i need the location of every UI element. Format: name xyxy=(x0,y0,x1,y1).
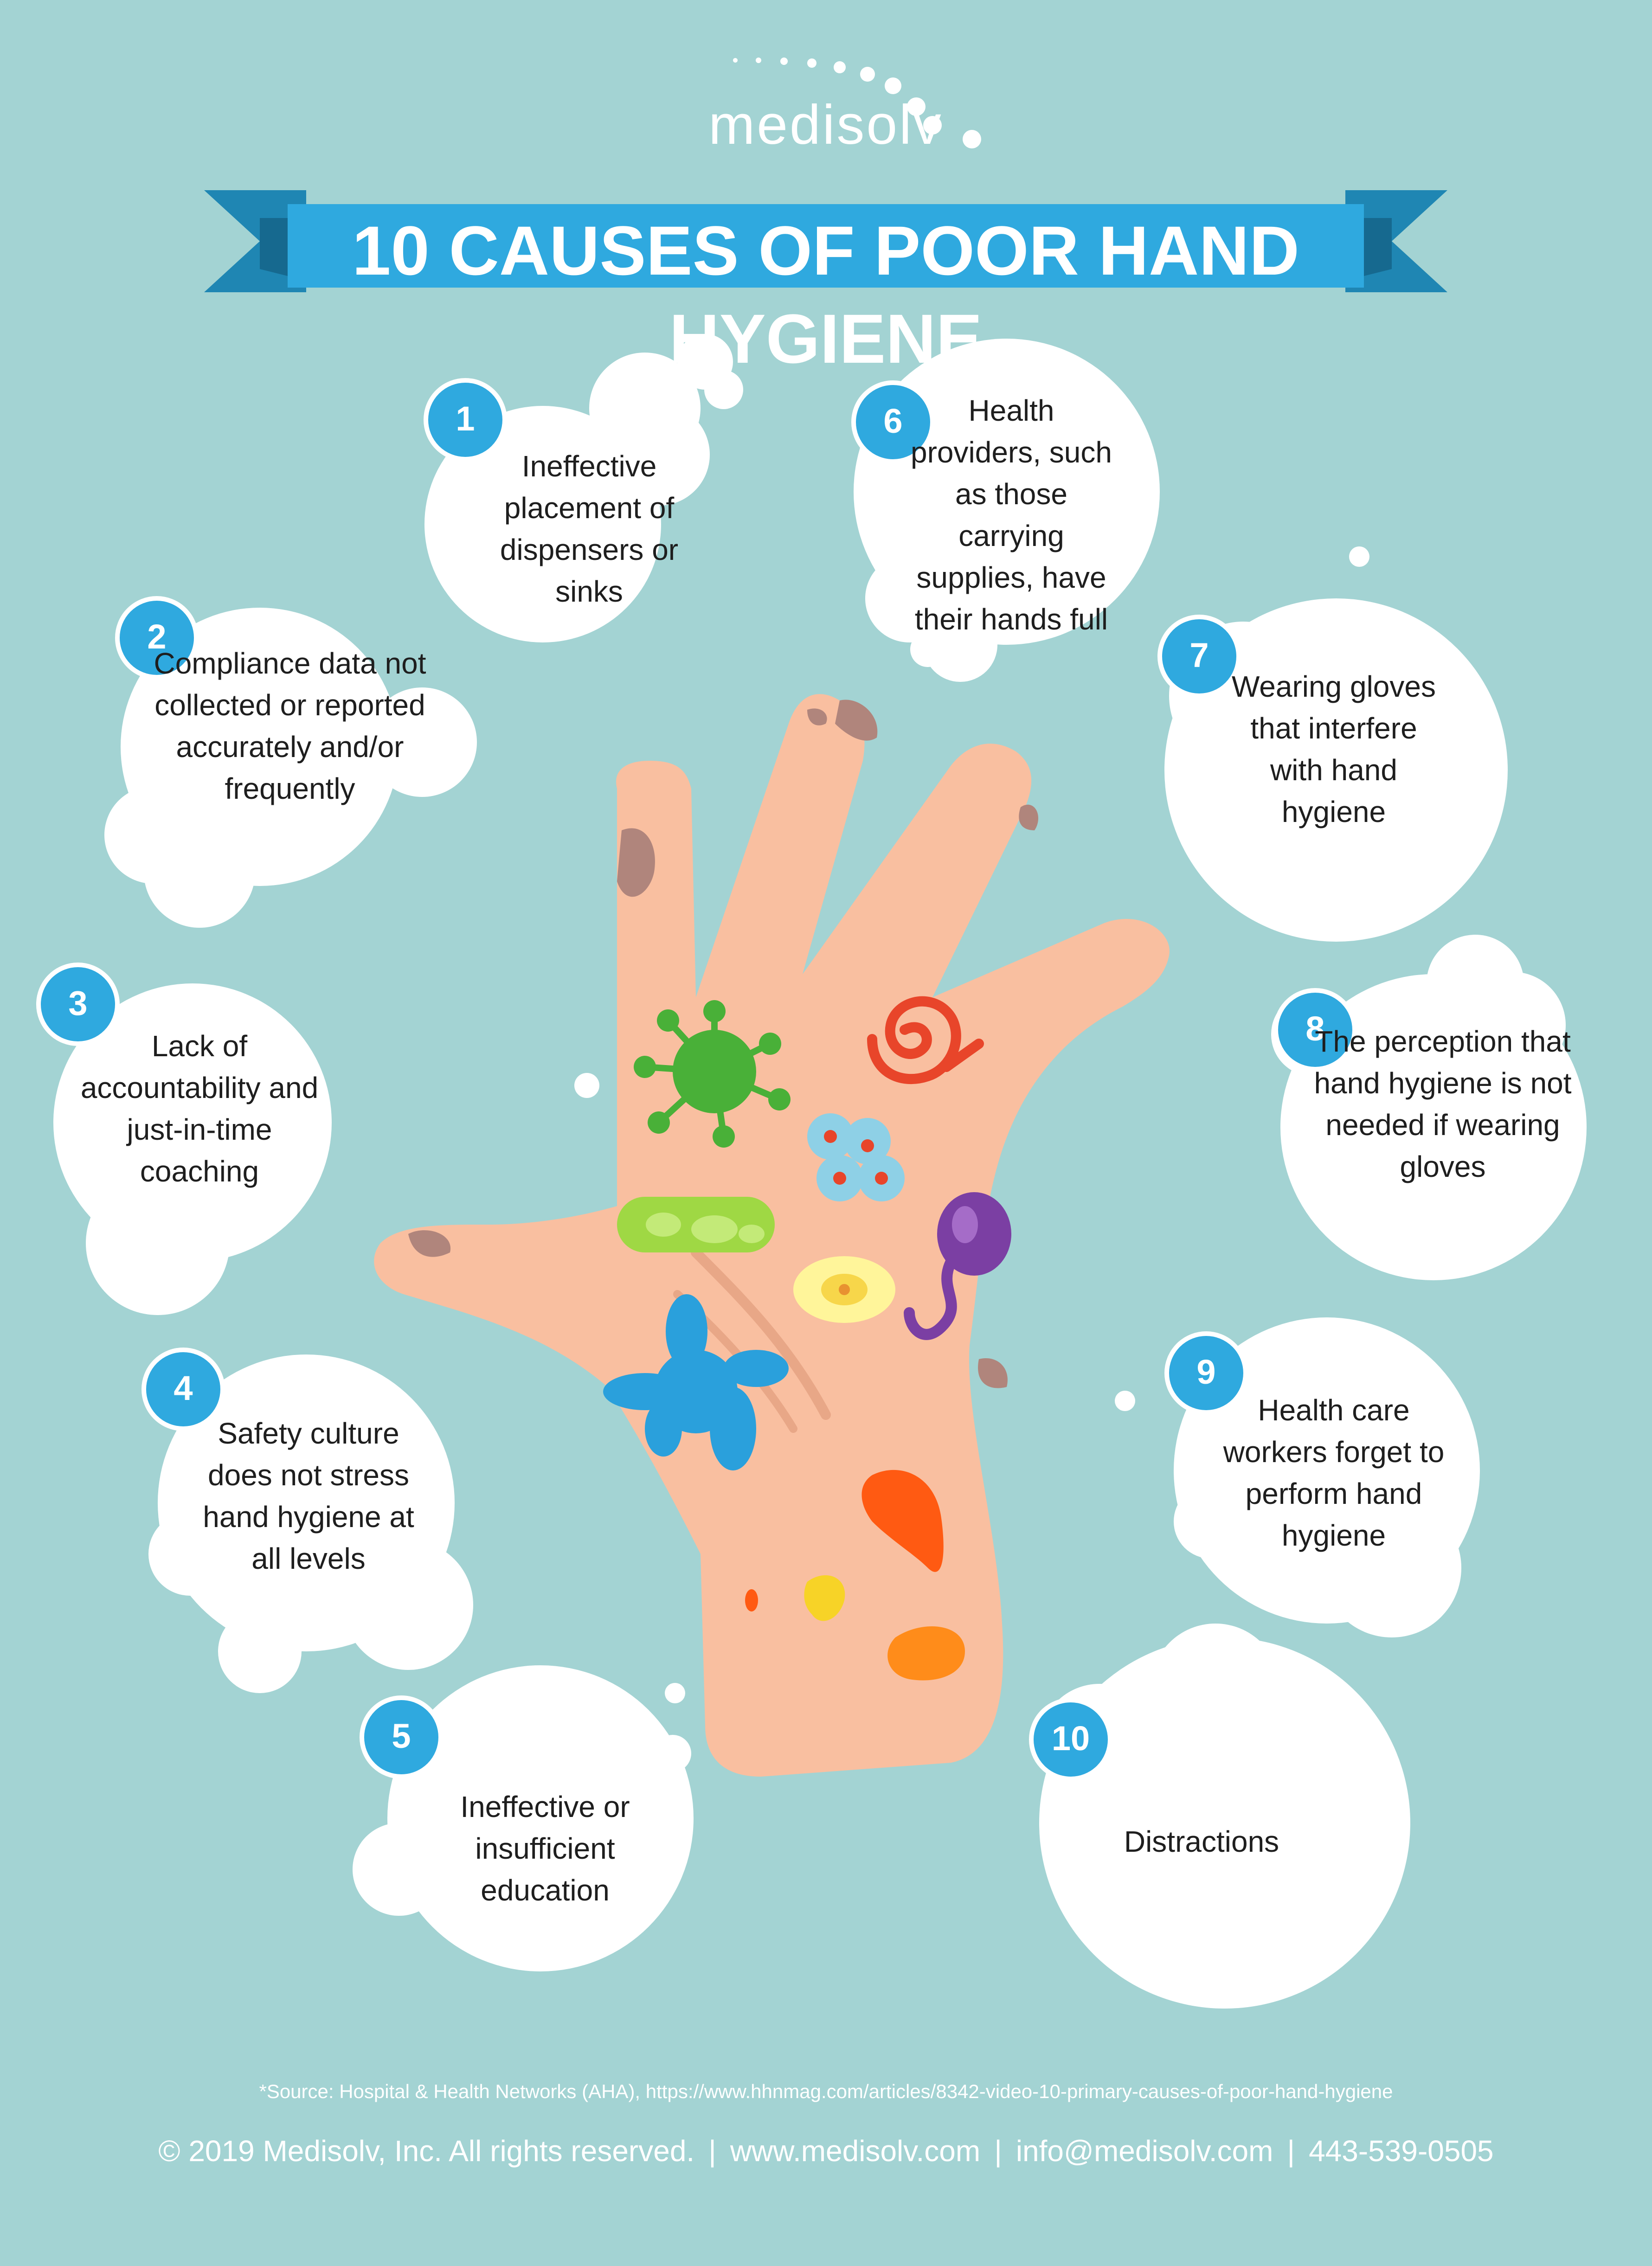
badge-number-10: 10 xyxy=(1051,1719,1090,1758)
logo-dots-icon xyxy=(733,58,981,148)
footer-separator: | xyxy=(1287,2134,1295,2168)
footer-website-link[interactable]: www.medisolv.com xyxy=(730,2134,981,2168)
red-spiral-germ-icon xyxy=(867,996,984,1085)
number-badges xyxy=(36,378,1357,1781)
title-banner xyxy=(204,190,1447,292)
brand-logo-text: medisolv xyxy=(708,94,943,156)
cause-7-text: Wearing gloves that interfere with hand … xyxy=(1232,670,1436,828)
footer-phone: 443-539-0505 xyxy=(1309,2134,1494,2168)
badge-number-4: 4 xyxy=(174,1369,193,1407)
badge-number-1: 1 xyxy=(456,399,475,438)
badge-number-5: 5 xyxy=(392,1717,411,1755)
purple-germ-icon xyxy=(904,1192,1011,1340)
footer: © 2019 Medisolv, Inc. All rights reserve… xyxy=(46,2134,1606,2168)
yellow-cell-icon xyxy=(793,1256,895,1323)
footer-email-link[interactable]: info@medisolv.com xyxy=(1016,2134,1273,2168)
cause-2-text: Compliance data not collected or reporte… xyxy=(154,647,426,805)
cause-8-text: The perception that hand hygiene is not … xyxy=(1314,1025,1572,1183)
cause-5-text: Ineffective or insufficient education xyxy=(460,1790,630,1907)
blue-splat-germ-icon xyxy=(603,1294,789,1470)
badge-number-2: 2 xyxy=(147,617,167,656)
page-title: 10 CAUSES OF POOR HAND HYGIENE xyxy=(352,212,1299,378)
badge-number-8: 8 xyxy=(1305,1009,1325,1048)
badge-number-3: 3 xyxy=(68,984,88,1022)
green-bacteria-icon xyxy=(617,1197,775,1252)
cause-1-text: Ineffective placement of dispensers or s… xyxy=(500,449,679,608)
badge-number-9: 9 xyxy=(1196,1353,1216,1391)
cloud-bubbles xyxy=(53,334,1587,2009)
footer-separator: | xyxy=(994,2134,1002,2168)
dirty-hand-illustration xyxy=(374,694,1170,1777)
orange-blob-icon xyxy=(887,1626,965,1681)
cause-6-text: Health providers, such as those carrying… xyxy=(911,394,1112,636)
green-virus-icon xyxy=(634,1000,791,1148)
badge-number-7: 7 xyxy=(1189,636,1209,674)
cause-10-text: Distractions xyxy=(1124,1825,1279,1858)
source-citation: *Source: Hospital & Health Networks (AHA… xyxy=(259,2080,1393,2102)
small-red-drop-icon xyxy=(745,1589,758,1611)
yellow-drop-icon xyxy=(804,1575,845,1621)
red-blob-icon xyxy=(861,1470,944,1572)
blue-cells-icon xyxy=(807,1113,905,1201)
cause-9-text: Health care workers forget to perform ha… xyxy=(1223,1393,1445,1552)
badge-number-6: 6 xyxy=(883,402,903,440)
footer-separator: | xyxy=(708,2134,716,2168)
cause-4-text: Safety culture does not stress hand hygi… xyxy=(203,1417,414,1575)
footer-copyright: © 2019 Medisolv, Inc. All rights reserve… xyxy=(158,2134,695,2168)
cause-3-text: Lack of accountability and just-in-time … xyxy=(80,1029,319,1188)
